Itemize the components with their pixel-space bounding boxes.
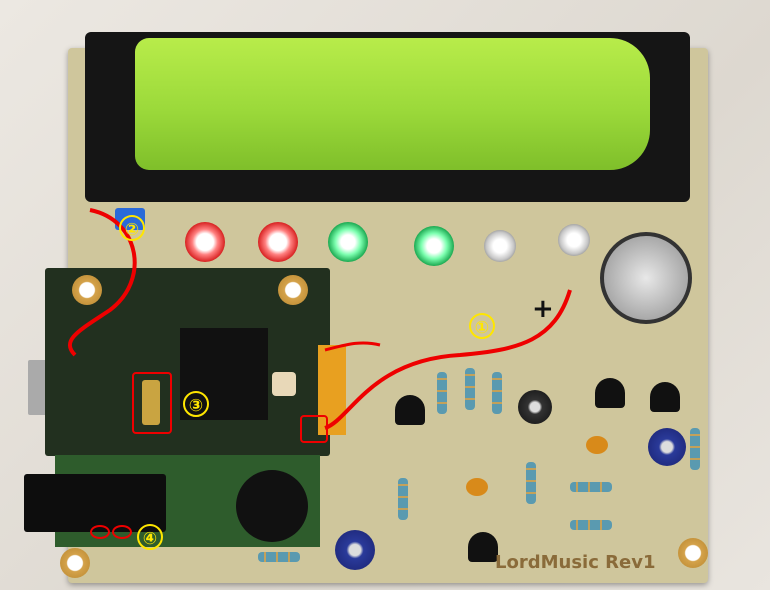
crystal	[142, 380, 160, 425]
tantalum-capacitor	[586, 436, 608, 454]
highlight-box	[132, 372, 172, 434]
highlight-ellipse	[112, 525, 132, 539]
battery-18650	[135, 38, 650, 170]
resistor	[492, 372, 502, 414]
annotation-3: ③	[183, 391, 209, 417]
resistor	[398, 478, 408, 520]
audio-jack	[24, 474, 166, 532]
button	[272, 372, 296, 396]
transistor	[395, 395, 425, 425]
annotation-2: ②	[119, 215, 145, 241]
board-label: LordMusic Rev1	[495, 552, 656, 573]
coin-cell	[600, 232, 692, 324]
mount-hole	[278, 275, 308, 305]
mount-hole	[72, 275, 102, 305]
mount-hole	[678, 538, 708, 568]
resistor	[437, 372, 447, 414]
potentiometer	[236, 470, 308, 542]
resistor	[526, 462, 536, 504]
led-clear-2	[558, 224, 590, 256]
led-red-2	[258, 222, 298, 262]
resistor	[258, 552, 300, 562]
annotation-4: ④	[137, 524, 163, 550]
capacitor	[648, 428, 686, 466]
capacitor	[518, 390, 552, 424]
resistor	[570, 482, 612, 492]
resistor	[570, 520, 612, 530]
kapton-tape	[318, 345, 346, 435]
red-wire	[324, 341, 381, 352]
red-wire	[324, 289, 572, 430]
polarity-mark: +	[532, 294, 554, 324]
led-green-1	[328, 222, 368, 262]
tantalum-capacitor	[466, 478, 488, 496]
highlight-box	[300, 415, 328, 443]
transistor	[468, 532, 498, 562]
led-green-2	[414, 226, 454, 266]
led-clear-1	[484, 230, 516, 262]
mount-hole	[60, 548, 90, 578]
transistor	[595, 378, 625, 408]
led-red-1	[185, 222, 225, 262]
highlight-ellipse	[90, 525, 110, 539]
capacitor	[335, 530, 375, 570]
annotation-1: ①	[469, 313, 495, 339]
resistor	[465, 368, 475, 410]
transistor	[650, 382, 680, 412]
resistor	[690, 428, 700, 470]
